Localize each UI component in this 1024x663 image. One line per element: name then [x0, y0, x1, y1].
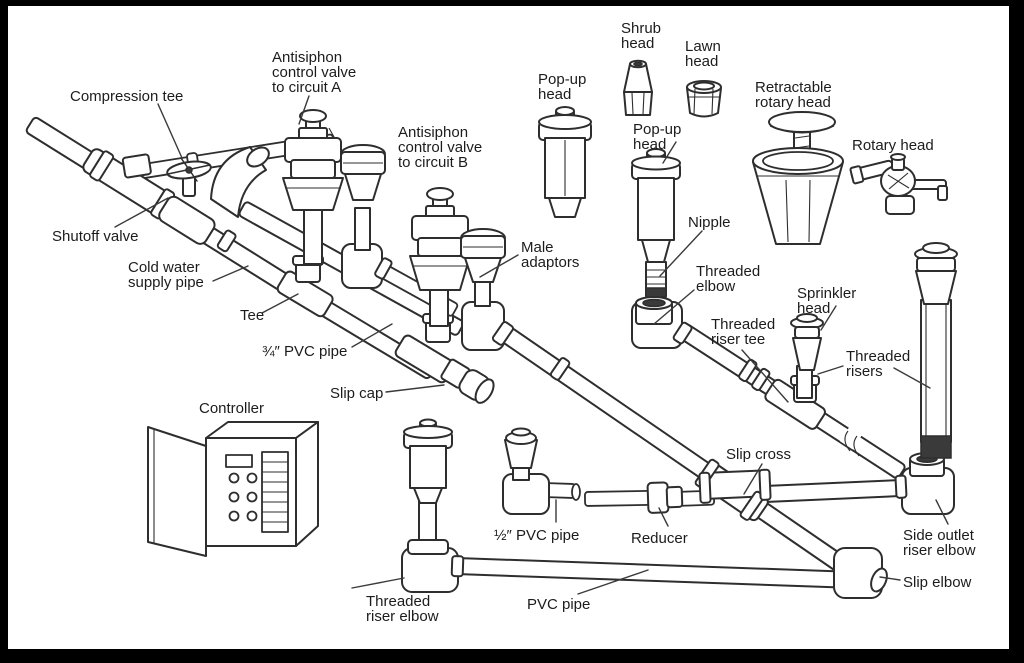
label-threaded-elbow-2: elbow — [696, 278, 735, 295]
shutoff-valve-drawing — [158, 157, 216, 245]
label-side-outlet-1: Side outlet — [903, 527, 975, 544]
label-reducer: Reducer — [631, 530, 688, 547]
nipple-drawing — [645, 261, 667, 298]
male-adaptor-b-drawing — [460, 228, 506, 307]
rotary-head-drawing — [849, 153, 948, 215]
label-antisiphon-b-3: to circuit B — [398, 154, 468, 171]
threaded-elbow-drawing — [631, 296, 693, 349]
sprinkler-head-drawing — [790, 313, 824, 399]
small-sprinkler-drawing — [502, 427, 550, 515]
antisiphon-valve-b-drawing — [409, 187, 471, 327]
male-adaptor-a-drawing — [340, 144, 386, 251]
label-antisiphon-a-3: to circuit A — [272, 79, 341, 96]
label-popup-2a: Pop-up — [633, 121, 681, 138]
shrub-head-drawing — [623, 59, 653, 116]
label-cold-water-2: supply pipe — [128, 274, 204, 291]
label-retractable-2: rotary head — [755, 94, 831, 111]
label-side-outlet-2: riser elbow — [903, 542, 976, 559]
leader-lines — [114, 95, 949, 595]
label-popup-2b: head — [633, 136, 666, 153]
label-threaded-elbow-1: Threaded — [696, 263, 760, 280]
tee-drawing — [276, 255, 334, 318]
threaded-riser-drawing — [914, 242, 958, 459]
labels: Compression tee Shutoff valve Antisiphon… — [52, 20, 976, 625]
label-antisiphon-b-2: control valve — [398, 139, 482, 156]
label-slip-cross: Slip cross — [726, 446, 791, 463]
label-sprinkler-head-2: head — [797, 300, 830, 317]
side-outlet-riser-elbow-drawing — [894, 452, 955, 515]
pvc-pipe-drawing — [454, 557, 843, 589]
label-pvc-12: ½″ PVC pipe — [494, 527, 579, 544]
label-shrub-1: Shrub — [621, 20, 661, 37]
label-pvc-34: ¾″ PVC pipe — [262, 343, 347, 360]
label-threaded-risers-2: risers — [846, 363, 883, 380]
label-cold-water-1: Cold water — [128, 259, 200, 276]
antisiphon-valve-a-drawing — [282, 109, 344, 265]
supply-elbow-drawing — [210, 146, 270, 218]
label-nipple: Nipple — [688, 214, 731, 231]
label-rotary: Rotary head — [852, 137, 934, 154]
label-compression-tee: Compression tee — [70, 88, 183, 105]
label-tee: Tee — [240, 307, 264, 324]
compression-tee-drawing — [82, 148, 176, 220]
label-sprinkler-head-1: Sprinkler — [797, 285, 856, 302]
slip-cross-drawing — [694, 458, 772, 522]
label-threaded-riser-tee-2: riser tee — [711, 331, 765, 348]
popup-head-2-drawing — [631, 148, 681, 263]
label-male-adaptors-2: adaptors — [521, 254, 579, 271]
label-shrub-2: head — [621, 35, 654, 52]
label-pvc-pipe: PVC pipe — [527, 596, 590, 613]
reducer-drawing — [646, 481, 684, 514]
label-lawn-1: Lawn — [685, 38, 721, 55]
label-slip-cap: Slip cap — [330, 385, 383, 402]
label-lawn-2: head — [685, 53, 718, 70]
slip-elbow-drawing — [833, 547, 888, 599]
label-antisiphon-a-2: control valve — [272, 64, 356, 81]
label-antisiphon-b-1: Antisiphon — [398, 124, 468, 141]
label-threaded-riser-elbow-2: riser elbow — [366, 608, 439, 625]
retractable-rotary-head-drawing — [752, 111, 844, 245]
pvc-12-run — [543, 479, 906, 507]
popup-head-3-drawing — [403, 418, 453, 555]
label-slip-elbow: Slip elbow — [903, 574, 972, 591]
label-retractable-1: Retractable — [755, 79, 832, 96]
controller-drawing — [147, 421, 319, 557]
label-threaded-riser-elbow-1: Threaded — [366, 593, 430, 610]
label-popup-1b: head — [538, 86, 571, 103]
label-popup-1a: Pop-up — [538, 71, 586, 88]
lawn-head-drawing — [686, 80, 722, 118]
slip-cap-drawing — [440, 358, 495, 404]
label-threaded-risers-1: Threaded — [846, 348, 910, 365]
label-threaded-riser-tee-1: Threaded — [711, 316, 775, 333]
popup-head-1-drawing — [538, 106, 592, 218]
label-shutoff-valve: Shutoff valve — [52, 228, 138, 245]
label-male-adaptors-1: Male — [521, 239, 554, 256]
label-antisiphon-a-1: Antisiphon — [272, 49, 342, 66]
label-controller: Controller — [199, 400, 264, 417]
